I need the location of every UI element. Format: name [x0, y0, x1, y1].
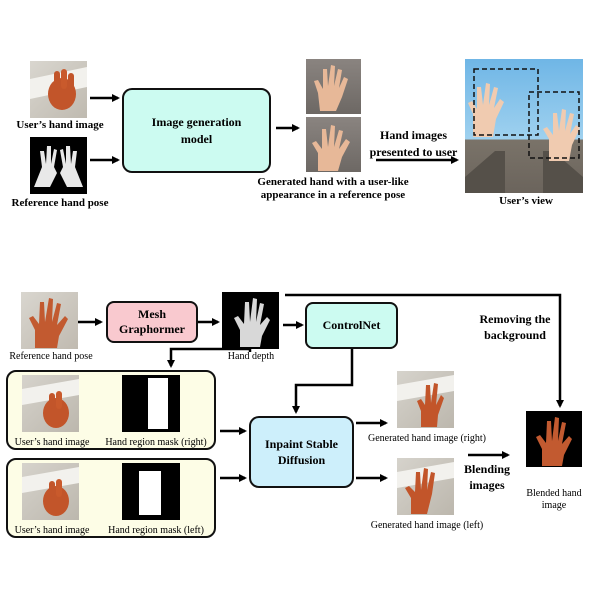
inpaint-stable-diffusion-label: Inpaint Stable Diffusion	[264, 437, 339, 467]
image-generation-model-label: Image generation model	[151, 114, 242, 146]
mask-region-right	[148, 378, 168, 429]
users-hand-image-left-label: User’s hand image	[14, 525, 90, 536]
blended-hand-image-thumbnail	[526, 411, 582, 467]
generated-hand-left-thumbnail	[397, 458, 454, 515]
mesh-graphormer-label: Mesh Graphormer	[119, 307, 185, 336]
reference-hand-pose-thumbnail-bottom	[21, 292, 78, 349]
reference-hand-pose-thumbnail	[30, 137, 87, 194]
reference-hand-pose-label-bottom: Reference hand pose	[9, 351, 93, 362]
inpaint-stable-diffusion-box: Inpaint Stable Diffusion	[249, 416, 354, 488]
mesh-graphormer-box: Mesh Graphormer	[106, 301, 198, 343]
users-hand-image-right-thumbnail	[22, 375, 79, 432]
controlnet-box: ControlNet	[305, 302, 398, 349]
users-view-label: User’s view	[499, 195, 553, 207]
mask-region-left	[139, 471, 161, 515]
hand-region-mask-left-label: Hand region mask (left)	[108, 525, 204, 536]
image-generation-model-box: Image generation model	[122, 88, 271, 173]
hand-images-presented-label: Hand images presented to user	[369, 128, 458, 159]
hand-region-mask-left	[122, 463, 180, 520]
users-hand-image-right-label: User’s hand image	[14, 437, 90, 448]
users-hand-image-label: User’s hand image	[16, 119, 104, 131]
removing-background-label: Removing the background	[479, 312, 551, 342]
users-hand-image-left-thumbnail	[22, 463, 79, 520]
controlnet-label: ControlNet	[322, 318, 381, 332]
generated-hand-left-label: Generated hand image (left)	[370, 520, 484, 531]
reference-hand-pose-label: Reference hand pose	[11, 197, 109, 209]
generated-hand-thumbnail-bottom	[306, 117, 361, 172]
generated-hand-thumbnail-top	[306, 59, 361, 114]
hand-depth-thumbnail	[222, 292, 279, 349]
hand-depth-label: Hand depth	[227, 351, 275, 362]
users-view-thumbnail	[465, 59, 583, 193]
generated-hand-right-thumbnail	[397, 371, 454, 428]
hand-region-mask-right	[122, 375, 180, 432]
blended-hand-image-label: Blended hand image	[526, 488, 582, 511]
blending-images-label: Blending images	[463, 462, 511, 492]
hand-region-mask-right-label: Hand region mask (right)	[105, 437, 207, 448]
generated-hand-label: Generated hand with a user-like appearan…	[257, 176, 409, 201]
generated-hand-right-label: Generated hand image (right)	[367, 433, 486, 444]
users-hand-image-thumbnail	[30, 61, 87, 118]
